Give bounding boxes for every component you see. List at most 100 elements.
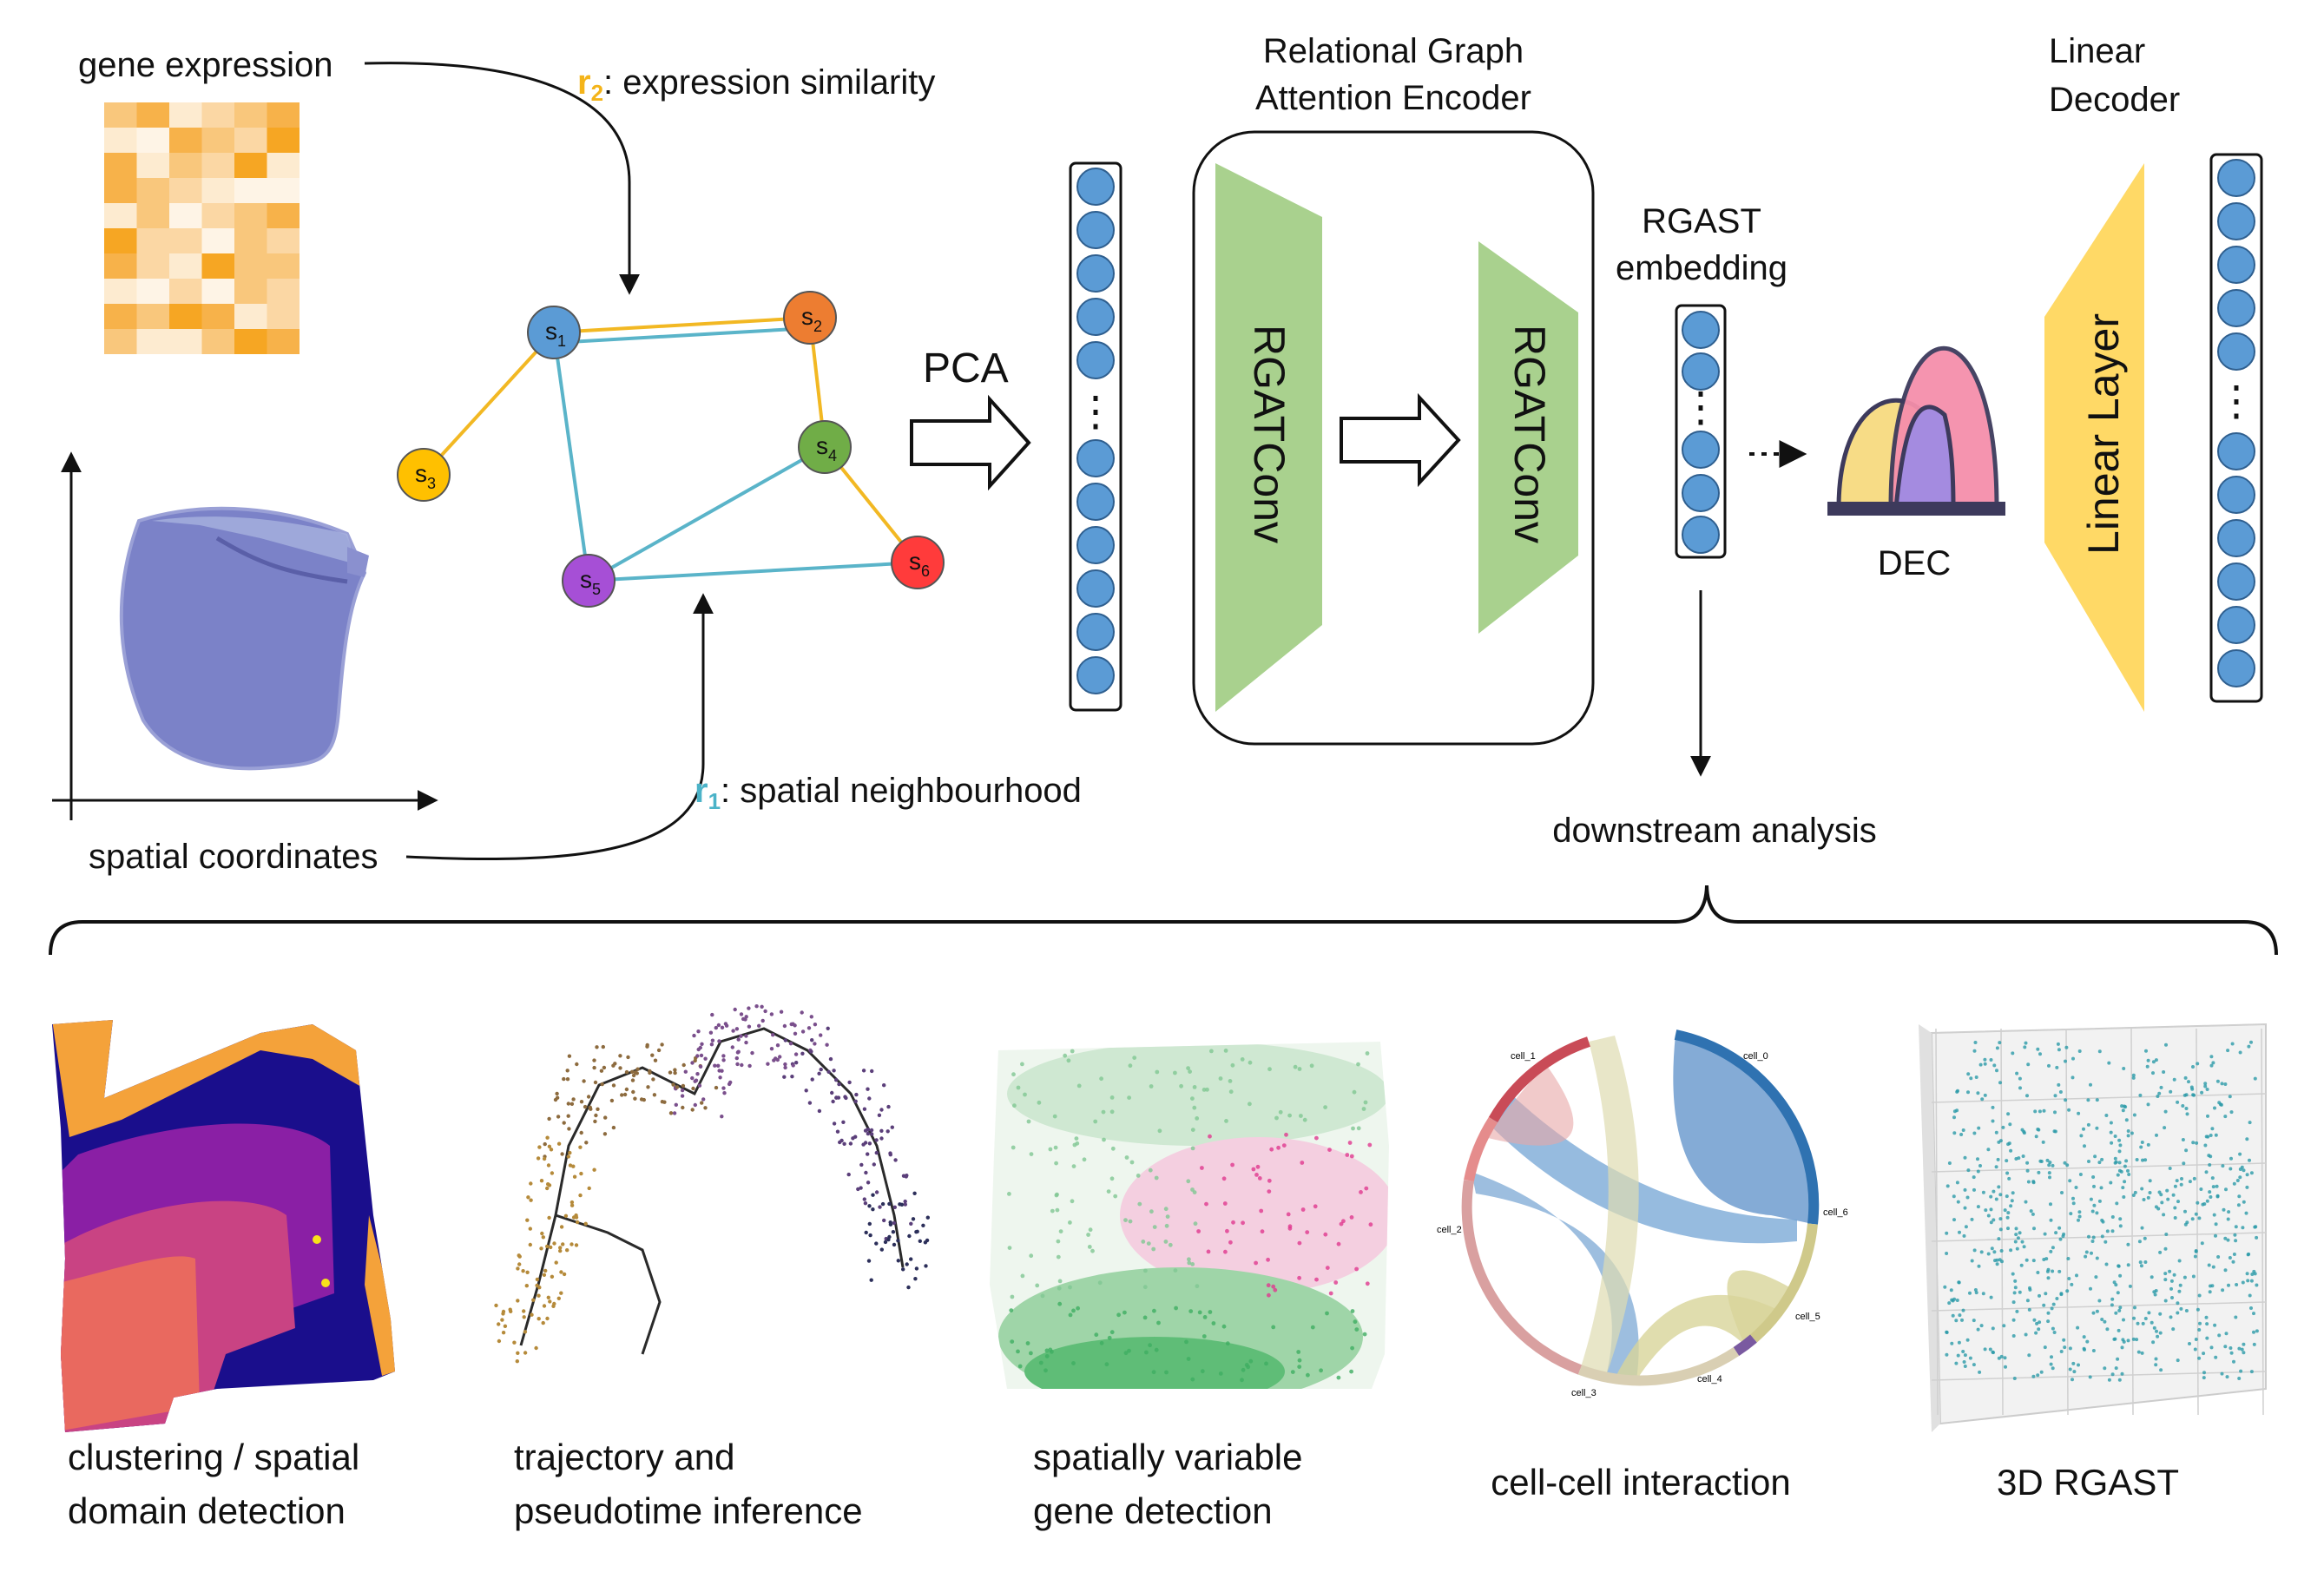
- 3d-point: [2163, 1272, 2168, 1276]
- svg-spot: [1102, 1137, 1106, 1142]
- 3d-point: [1951, 1299, 1955, 1303]
- heatmap-cell: [267, 203, 300, 228]
- 3d-point: [1995, 1046, 1999, 1050]
- 3d-point: [2122, 1195, 2126, 1199]
- 3d-point: [2146, 1058, 2150, 1062]
- 3d-point: [2126, 1129, 2130, 1133]
- 3d-point: [2144, 1049, 2148, 1053]
- trajectory-cell: [734, 1056, 739, 1061]
- 3d-point: [2218, 1102, 2222, 1107]
- svg-spot: [1205, 1087, 1209, 1092]
- heatmap-cell: [201, 102, 234, 128]
- 3d-point: [2143, 1158, 2148, 1162]
- 3d-point: [2039, 1370, 2044, 1374]
- trajectory-cell: [870, 1132, 874, 1136]
- trajectory-cell: [721, 1086, 726, 1090]
- svg-spot: [1267, 1067, 1272, 1072]
- trajectory-cell: [660, 1100, 665, 1104]
- 3d-point: [2032, 1227, 2036, 1231]
- heatmap-cell: [234, 253, 267, 279]
- svg-spot: [1297, 1240, 1302, 1246]
- 3d-point: [1972, 1187, 1976, 1192]
- reconstruction-ellipsis: ⋮: [2215, 378, 2257, 424]
- clustering-plot: [52, 1020, 395, 1432]
- 3d-point: [2148, 1191, 2152, 1194]
- 3d-point: [2237, 1377, 2242, 1380]
- 3d-point: [2053, 1129, 2057, 1134]
- grid-line: [2065, 1028, 2069, 1416]
- heatmap-cell: [267, 128, 300, 153]
- 3d-point: [1956, 1200, 1960, 1204]
- trajectory-cell: [911, 1217, 916, 1221]
- svg-spot: [1231, 1220, 1235, 1225]
- 3d-point: [1976, 1327, 1980, 1332]
- vector-node: [2217, 202, 2255, 240]
- trajectory-cell: [645, 1044, 649, 1049]
- trajectory-cell: [896, 1239, 900, 1243]
- trajectory-cell: [882, 1083, 886, 1088]
- 3d-point: [2085, 1339, 2090, 1344]
- trajectory-cell: [825, 1043, 829, 1047]
- heatmap-cell: [104, 128, 137, 153]
- trajectory-cell: [914, 1266, 919, 1271]
- svg-spot: [1011, 1072, 1016, 1077]
- trajectory-cell: [778, 1055, 782, 1059]
- 3d-point: [2076, 1325, 2080, 1330]
- trajectory-cell: [559, 1291, 563, 1295]
- trajectory-cell: [599, 1069, 604, 1073]
- 3d-point: [1989, 1295, 1993, 1299]
- svg-spot: [1029, 1152, 1034, 1156]
- 3d-point: [2026, 1180, 2031, 1184]
- heatmap-cell: [169, 329, 202, 354]
- svg-spot: [1223, 1249, 1228, 1254]
- 3d-point: [2249, 1370, 2254, 1374]
- trajectory-cell: [550, 1274, 555, 1279]
- 3d-point: [1945, 1184, 1950, 1188]
- trajectory-cell: [788, 1042, 793, 1046]
- svg-spot: [1319, 1368, 1323, 1373]
- 3d-point: [2036, 1047, 2040, 1051]
- 3d-point: [2241, 1226, 2245, 1230]
- 3d-point: [1972, 1175, 1976, 1180]
- heatmap-cell: [169, 153, 202, 178]
- 3d-point: [1972, 1131, 1977, 1135]
- trajectory-cell: [867, 1141, 872, 1146]
- 3d-point: [1955, 1108, 1959, 1113]
- svg-spot: [1010, 1294, 1015, 1299]
- trajectory-cell: [903, 1199, 907, 1204]
- 3d-point: [2113, 1161, 2117, 1165]
- svg-spot: [1353, 1319, 1358, 1325]
- embedding-title-1: RGAST: [1642, 202, 1761, 240]
- trajectory-cell: [567, 1054, 572, 1058]
- svg-spot: [1082, 1157, 1087, 1162]
- trajectory-cell: [819, 1067, 823, 1072]
- 3d-point: [2079, 1134, 2084, 1138]
- 3d-point: [2113, 1337, 2117, 1341]
- svg-spot: [1200, 1369, 1205, 1374]
- 3d-point: [2211, 1265, 2215, 1269]
- 3d-point: [2138, 1260, 2143, 1265]
- svg-spot: [1168, 1242, 1173, 1247]
- 3d-point: [2226, 1238, 2230, 1242]
- 3d-point: [2247, 1044, 2251, 1049]
- trajectory-cell: [562, 1121, 566, 1125]
- svg-spot: [1271, 1325, 1276, 1330]
- trajectory-cell: [909, 1257, 913, 1261]
- svg-spot: [1188, 1309, 1194, 1313]
- graph-node-s4: [798, 420, 852, 474]
- svg-spot: [1106, 1189, 1111, 1194]
- svg-spot: [1101, 1109, 1106, 1115]
- svg-spot: [1122, 1310, 1127, 1315]
- 3d-point: [2038, 1293, 2041, 1298]
- grid-line: [2196, 1028, 2199, 1416]
- 3d-point: [2118, 1306, 2123, 1310]
- 3d-point: [2166, 1197, 2170, 1201]
- svg-spot: [1055, 1207, 1060, 1213]
- 3d-point: [2255, 1235, 2259, 1240]
- 3d-point: [2209, 1195, 2213, 1199]
- graph-edge: [588, 445, 826, 582]
- trajectory-cell: [891, 1230, 896, 1234]
- 3d-point: [2097, 1161, 2102, 1165]
- svg-spot: [1266, 1257, 1270, 1262]
- 3d-point: [2001, 1125, 2005, 1129]
